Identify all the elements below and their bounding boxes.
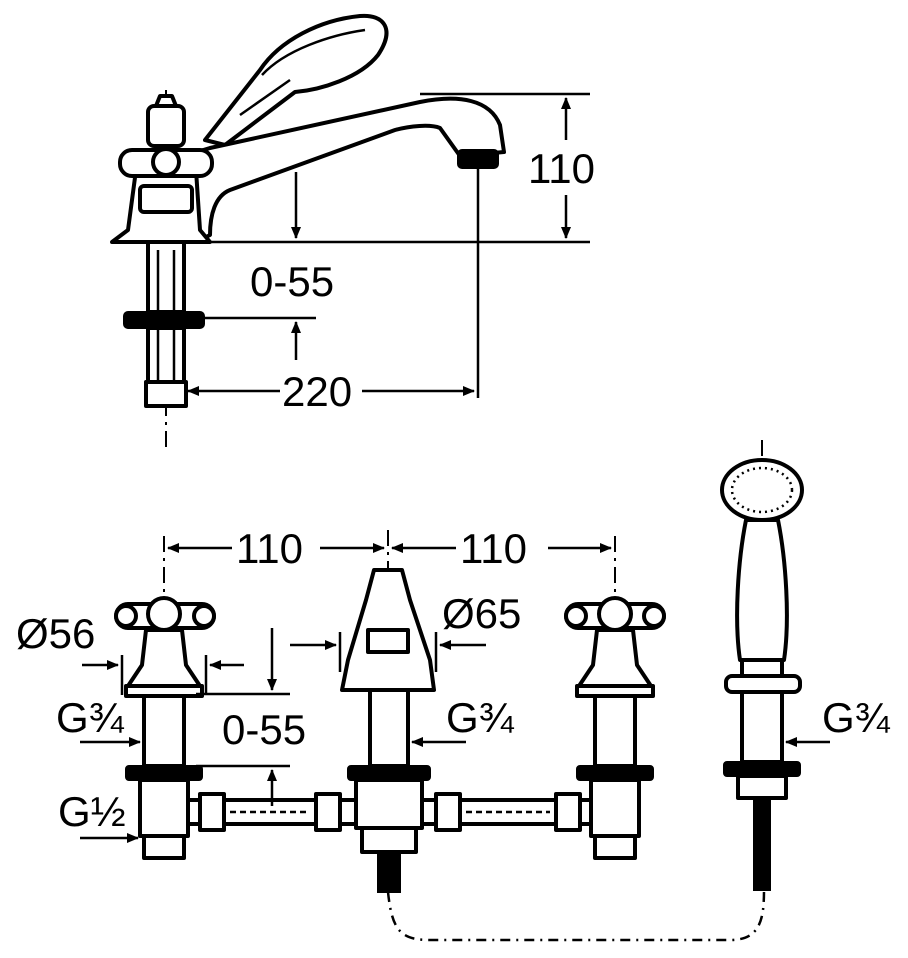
side-aerator <box>457 149 499 169</box>
side-hand-shower <box>203 13 389 147</box>
side-lock-nut <box>123 311 205 329</box>
thread-right-label: G¾ <box>822 694 891 741</box>
thread-center-label: G¾ <box>446 694 515 741</box>
front-view: 110 110 <box>16 440 891 942</box>
handle-diameter-label: Ø56 <box>16 610 95 657</box>
front-spacing-left-label: 110 <box>236 525 303 572</box>
front-spacing-right-label: 110 <box>460 525 527 572</box>
side-valve-body <box>110 94 214 244</box>
side-view: 110 0-55 220 <box>110 13 595 450</box>
side-adjust-label: 0-55 <box>250 258 334 305</box>
hose-path <box>386 889 766 942</box>
thread-left-upper-label: G¾ <box>56 694 125 741</box>
shower-head <box>720 458 804 522</box>
thread-left-lower-label: G½ <box>58 788 126 835</box>
side-spout <box>168 96 506 242</box>
front-adjust-label: 0-55 <box>222 706 306 753</box>
hand-shower <box>720 458 804 891</box>
center-spout <box>340 568 436 893</box>
left-valve <box>114 596 216 860</box>
side-height-label: 110 <box>528 145 595 192</box>
spout-diameter-label: Ø65 <box>442 590 521 637</box>
right-valve <box>564 596 666 860</box>
side-projection-label: 220 <box>282 368 352 415</box>
side-shank <box>123 240 205 408</box>
